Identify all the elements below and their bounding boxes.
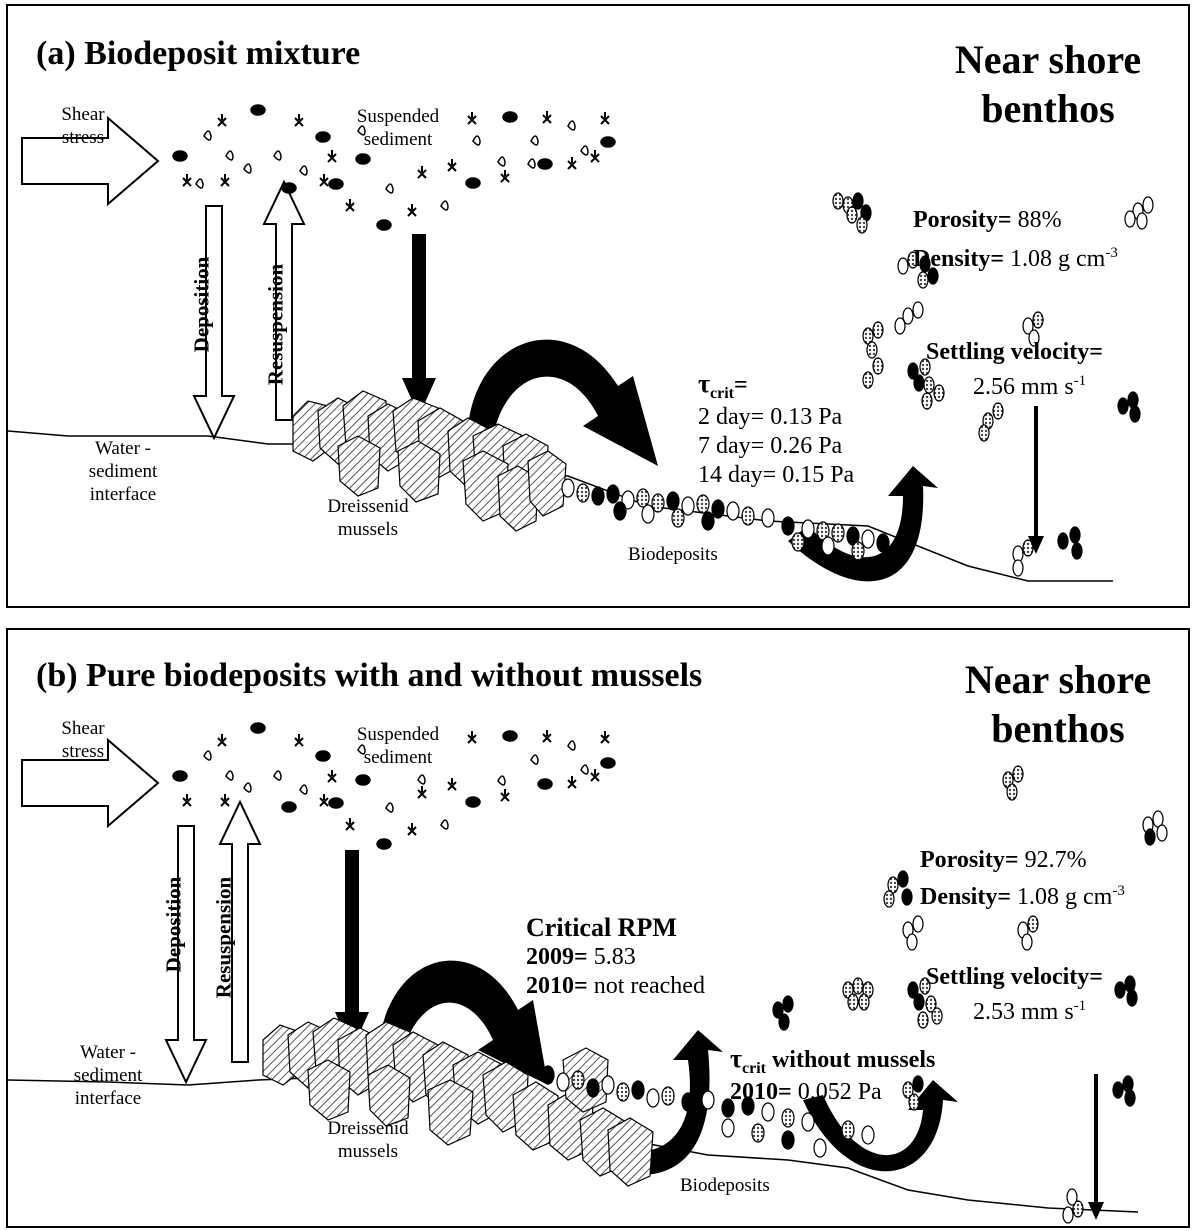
porosity-value: 92.7% — [1019, 847, 1087, 873]
mussels-line-2: mussels — [313, 1141, 423, 1164]
tau-heading-rest: without mussels — [766, 1047, 935, 1073]
settling-label: Settling velocity= — [926, 338, 1103, 367]
panel-b: (b) Pure biodeposits with and without mu… — [6, 628, 1190, 1228]
settling-arrow-right — [1088, 1074, 1104, 1220]
biodeposits-label: Biodeposits — [628, 544, 718, 567]
zone-line-2: benthos — [938, 705, 1178, 754]
suspended-line-2: sediment — [338, 129, 458, 152]
settling-arrow — [402, 234, 436, 416]
tau-sub: crit — [710, 385, 734, 402]
settling-value: 2.53 mm s-1 — [973, 997, 1086, 1027]
tau-2010-value: 0.052 Pa — [792, 1079, 882, 1105]
biodeposits-label: Biodeposits — [680, 1175, 770, 1198]
settling-arrow — [335, 850, 369, 1050]
tau-2010-row: 2010= 0.052 Pa — [730, 1078, 935, 1107]
rpm-2010-label: 2010= — [526, 973, 588, 999]
interface-label: Water - sediment interface — [48, 1042, 168, 1110]
porosity-row: Porosity= 92.7% — [920, 846, 1087, 875]
tau-line-2day: 2 day= 0.13 Pa — [698, 403, 854, 432]
resuspension-label: Resuspension — [212, 863, 237, 1013]
zone-line-1: Near shore — [938, 656, 1178, 705]
panel-b-title: (b) Pure biodeposits with and without mu… — [36, 656, 702, 695]
porosity-row: Porosity= 88% — [913, 206, 1062, 235]
tau-line-14day: 14 day= 0.15 Pa — [698, 461, 854, 490]
zone-line-2: benthos — [918, 85, 1178, 134]
interface-line-1: Water - — [63, 438, 183, 461]
settling-value-text: 2.56 mm s — [973, 374, 1074, 400]
mussels-line-1: Dreissenid — [313, 496, 423, 519]
rpm-2009-row: 2009= 5.83 — [526, 943, 705, 972]
tau-crit-heading: τcrit without mussels — [730, 1043, 935, 1078]
tau-crit-block: τcrit= 2 day= 0.13 Pa 7 day= 0.26 Pa 14 … — [698, 368, 854, 489]
interface-line-1: Water - — [48, 1042, 168, 1065]
mussels-label: Dreissenid mussels — [313, 1118, 423, 1164]
density-row: Density= 1.08 g cm-3 — [920, 882, 1125, 912]
settling-label: Settling velocity= — [926, 963, 1103, 992]
settling-arrow-right — [1028, 406, 1044, 554]
suspended-line-1: Suspended — [338, 106, 458, 129]
density-row: Density= 1.08 g cm-3 — [913, 244, 1118, 274]
zone-line-1: Near shore — [918, 36, 1178, 85]
tau-sub: crit — [742, 1060, 766, 1077]
suspended-line-1: Suspended — [338, 724, 458, 747]
density-value: 1.08 g cm — [1011, 884, 1112, 910]
rpm-2010-row: 2010= not reached — [526, 972, 705, 1001]
settling-value-text: 2.53 mm s — [973, 999, 1074, 1025]
settling-exponent: -1 — [1074, 998, 1087, 1014]
porosity-label: Porosity= — [913, 207, 1012, 233]
shear-line-1: Shear — [48, 104, 118, 127]
interface-label: Water - sediment interface — [63, 438, 183, 506]
tau-2010-label: 2010= — [730, 1079, 792, 1105]
panel-b-zone-label: Near shore benthos — [938, 656, 1178, 754]
biodeposit-bed — [562, 479, 889, 560]
interface-line-2: sediment — [48, 1065, 168, 1088]
porosity-value: 88% — [1012, 207, 1062, 233]
shear-line-1: Shear — [48, 718, 118, 741]
density-label: Density= — [913, 246, 1004, 272]
floc-aggregates — [773, 766, 1167, 1223]
critical-rpm-title: Critical RPM — [526, 912, 705, 943]
settling-label-text: Settling velocity= — [926, 339, 1103, 365]
settling-value: 2.56 mm s-1 — [973, 372, 1086, 402]
shear-line-2: stress — [48, 741, 118, 764]
interface-line-3: interface — [48, 1088, 168, 1111]
tau-crit-block: τcrit without mussels 2010= 0.052 Pa — [730, 1043, 935, 1107]
deposition-label: Deposition — [162, 855, 187, 995]
porosity-label: Porosity= — [920, 847, 1019, 873]
critical-rpm-block: Critical RPM 2009= 5.83 2010= not reache… — [526, 912, 705, 1001]
panel-a-zone-label: Near shore benthos — [918, 36, 1178, 134]
settling-exponent: -1 — [1074, 373, 1087, 389]
density-exponent: -3 — [1105, 245, 1118, 261]
mussels-line-1: Dreissenid — [313, 1118, 423, 1141]
settling-label-text: Settling velocity= — [926, 964, 1103, 990]
mussels-line-2: mussels — [313, 519, 423, 542]
density-value: 1.08 g cm — [1004, 246, 1105, 272]
density-label: Density= — [920, 884, 1011, 910]
density-exponent: -3 — [1112, 883, 1125, 899]
tau-symbol: τ — [730, 1044, 742, 1073]
suspended-sediment-label: Suspended sediment — [338, 724, 458, 770]
mussels-label: Dreissenid mussels — [313, 496, 423, 542]
interface-line-3: interface — [63, 484, 183, 507]
tau-eq: = — [734, 372, 748, 398]
tau-line-7day: 7 day= 0.26 Pa — [698, 432, 854, 461]
panel-a-title: (a) Biodeposit mixture — [36, 34, 360, 73]
panel-a: (a) Biodeposit mixture Near shore bentho… — [6, 4, 1190, 608]
rpm-2010-value: not reached — [588, 973, 705, 999]
shear-line-2: stress — [48, 127, 118, 150]
tau-crit-heading: τcrit= — [698, 368, 854, 403]
shear-stress-label: Shear stress — [48, 104, 118, 150]
rpm-2009-value: 5.83 — [588, 944, 636, 970]
resuspension-label: Resuspension — [264, 250, 289, 400]
suspended-sediment-label: Suspended sediment — [338, 106, 458, 152]
interface-line-2: sediment — [63, 461, 183, 484]
rpm-2009-label: 2009= — [526, 944, 588, 970]
tau-symbol: τ — [698, 369, 710, 398]
shear-stress-label: Shear stress — [48, 718, 118, 764]
deposition-label: Deposition — [190, 235, 215, 375]
suspended-line-2: sediment — [338, 747, 458, 770]
